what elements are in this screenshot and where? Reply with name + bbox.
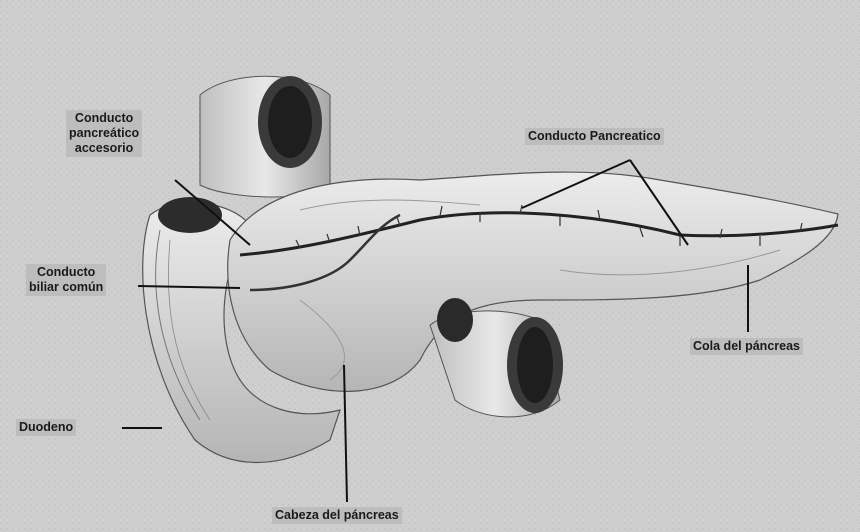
label-cola: Cola del páncreas <box>690 338 803 355</box>
label-line: pancreático <box>69 126 139 141</box>
label-line: biliar común <box>29 280 103 295</box>
label-line: Duodeno <box>19 420 73 435</box>
label-line: Cola del páncreas <box>693 339 800 354</box>
label-conducto-pancreatico: Conducto Pancreatico <box>525 128 664 145</box>
label-duodeno: Duodeno <box>16 419 76 436</box>
label-conducto-accesorio: Conducto pancreático accesorio <box>66 110 142 157</box>
label-line: Conducto Pancreatico <box>528 129 661 144</box>
label-cabeza: Cabeza del páncreas <box>272 507 402 524</box>
upper-vessel <box>200 76 330 197</box>
label-line: Cabeza del páncreas <box>275 508 399 523</box>
label-line: Conducto <box>69 111 139 126</box>
label-line: Conducto <box>29 265 103 280</box>
label-conducto-biliar: Conducto biliar común <box>26 264 106 296</box>
label-line: accesorio <box>69 141 139 156</box>
